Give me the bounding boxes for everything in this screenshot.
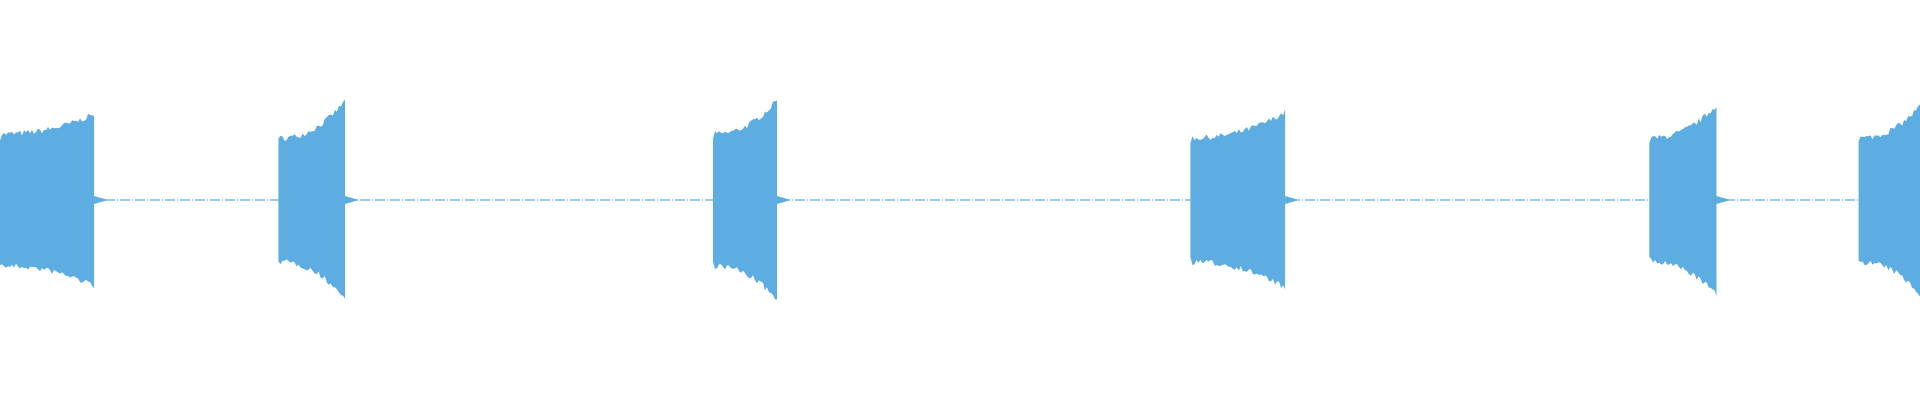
waveform-tail-4 <box>1285 196 1300 204</box>
waveform-burst-2 <box>278 99 345 299</box>
waveform-tail-1 <box>94 196 109 204</box>
waveform-tail-2 <box>345 196 359 204</box>
waveform-burst-4 <box>1190 109 1286 290</box>
waveform-burst-6 <box>1858 104 1920 297</box>
waveform-burst-5 <box>1649 107 1717 296</box>
waveform-tail-5 <box>1716 196 1731 204</box>
waveform-burst-3 <box>713 100 777 300</box>
waveform-burst-1 <box>0 113 95 289</box>
waveform-segments <box>0 99 1920 300</box>
waveform-tail-3 <box>777 196 791 204</box>
